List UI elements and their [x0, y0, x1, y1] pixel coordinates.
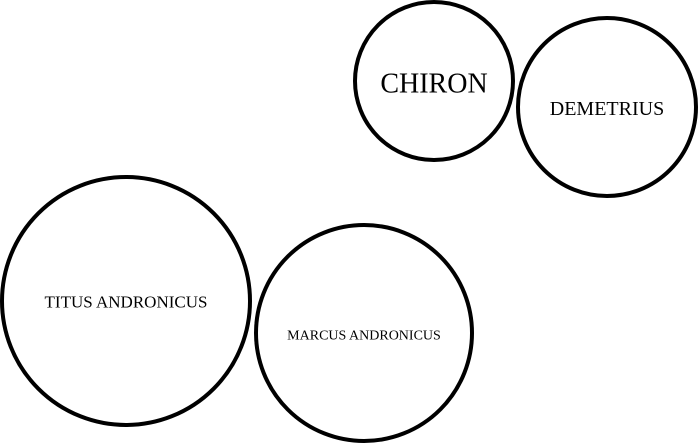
node-chiron-circle	[353, 0, 515, 162]
node-marcus-andronicus-circle	[254, 223, 474, 443]
node-demetrius-circle	[516, 16, 698, 198]
node-chiron-label: CHIRON	[380, 69, 487, 100]
node-demetrius-label: DEMETRIUS	[550, 98, 664, 120]
node-titus-andronicus-circle	[0, 175, 252, 427]
node-titus-andronicus-label: TITUS ANDRONICUS	[45, 293, 208, 312]
node-titus-andronicus: TITUS ANDRONICUS	[0, 175, 252, 427]
node-marcus-andronicus-label: MARCUS ANDRONICUS	[287, 329, 441, 344]
node-marcus-andronicus: MARCUS ANDRONICUS	[254, 223, 474, 443]
node-demetrius: DEMETRIUS	[516, 16, 698, 198]
node-chiron: CHIRON	[353, 0, 515, 162]
